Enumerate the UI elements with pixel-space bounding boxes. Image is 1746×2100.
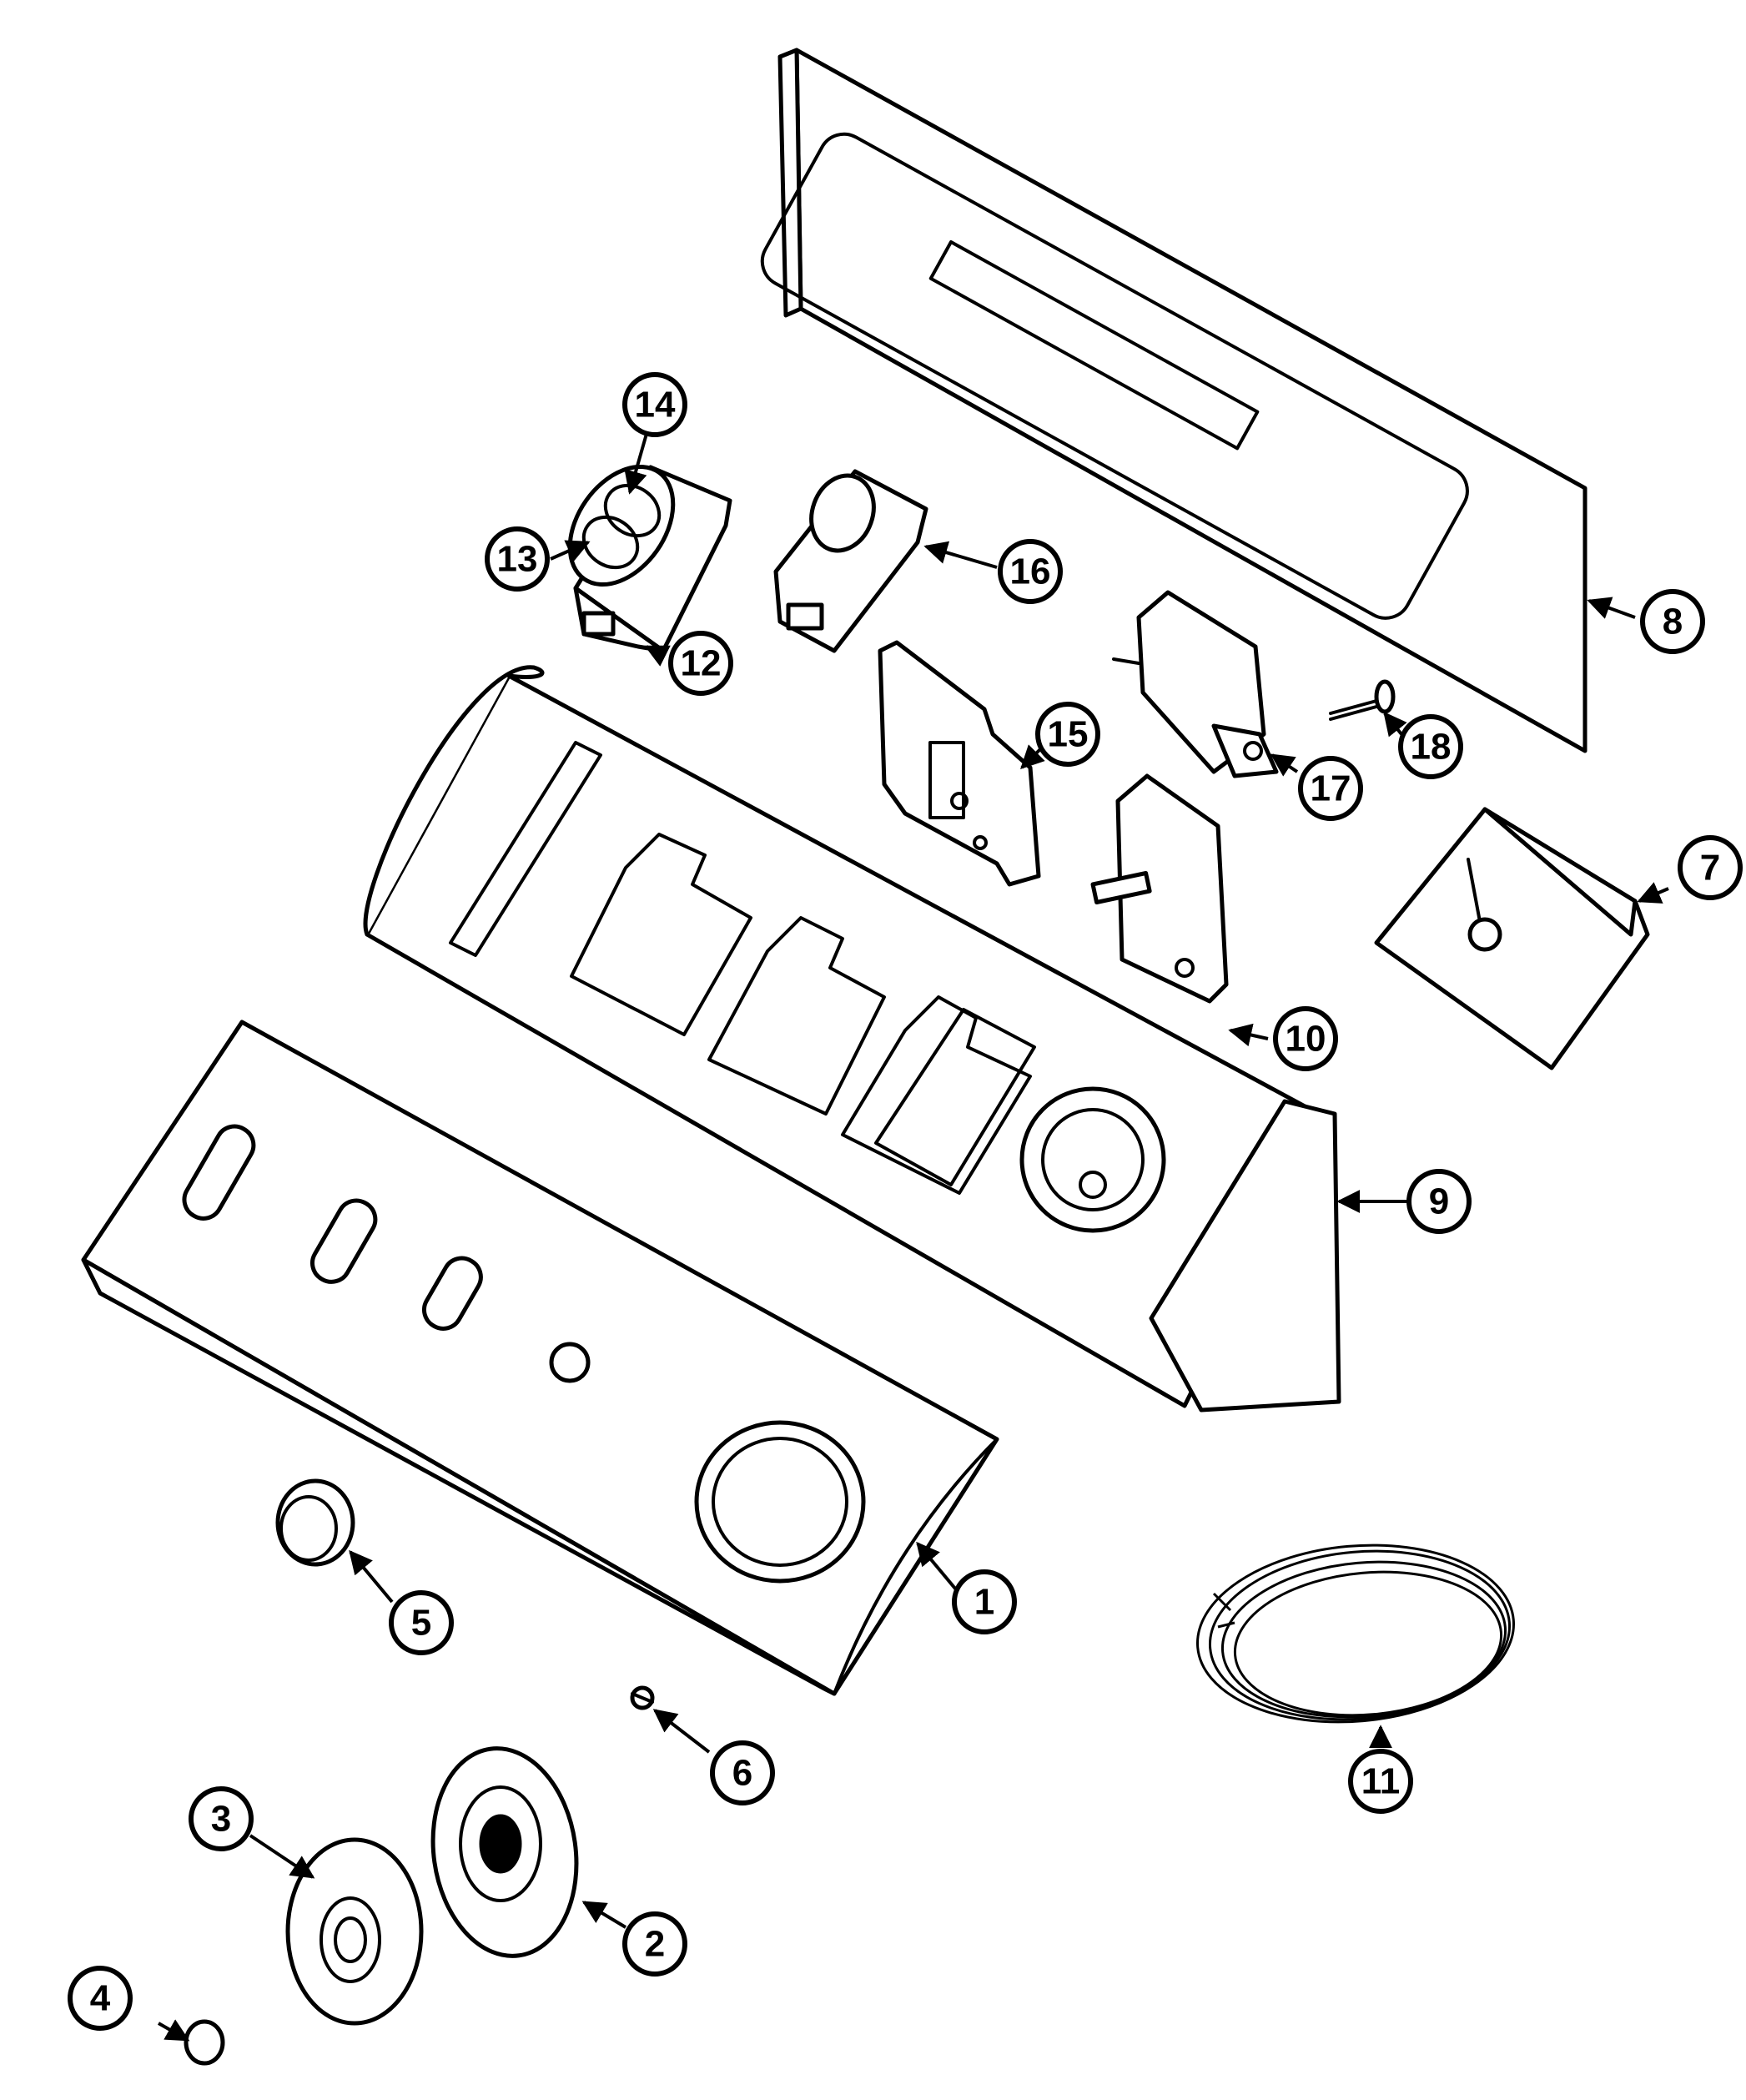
leader-lines [158,433,1669,2042]
svg-text:7: 7 [1700,848,1720,889]
callout-12: 12 [668,631,733,696]
part-13-14-lens-assembly [567,464,676,587]
callout-15: 15 [1035,702,1100,767]
part-8-rear-panel [760,48,1588,753]
callout-3: 3 [189,1786,254,1851]
part-7-timer [1374,807,1650,1070]
svg-text:5: 5 [411,1603,431,1644]
callout-17: 17 [1298,756,1363,821]
svg-text:8: 8 [1663,602,1683,642]
part-15-bracket [878,640,1041,887]
part-9-console-housing [363,665,1341,1413]
svg-text:12: 12 [681,643,722,684]
svg-text:18: 18 [1411,727,1452,768]
callout-13: 13 [485,526,550,592]
callout-10: 10 [1273,1006,1338,1071]
part-10-switch-plate [1090,773,1229,1004]
part-16-switch [773,469,928,653]
console-switch-cutouts [449,741,1036,1195]
svg-text:3: 3 [211,1799,231,1840]
part-5-button [275,1478,355,1567]
part-18-screw [1329,679,1396,721]
svg-text:9: 9 [1429,1181,1449,1222]
callout-5: 5 [389,1590,454,1655]
svg-text:16: 16 [1010,551,1051,592]
svg-text:15: 15 [1048,714,1089,755]
callout-18: 18 [1398,714,1463,779]
callout-7: 7 [1678,835,1743,900]
callout-11: 11 [1348,1749,1413,1814]
callout-14: 14 [622,372,687,437]
callout-2: 2 [622,1911,687,1977]
callout-6: 6 [710,1740,775,1805]
svg-text:13: 13 [497,539,538,580]
callouts: 1 2 3 4 5 6 7 8 9 10 11 [68,372,1743,2031]
callout-16: 16 [998,539,1063,604]
svg-text:2: 2 [645,1924,665,1965]
svg-text:14: 14 [635,385,676,426]
part-11-wire-harness [1196,1544,1515,1724]
part-3-knob-skirt [285,1837,424,2026]
svg-text:10: 10 [1286,1019,1326,1060]
part-1-front-panel [81,1020,999,1696]
svg-text:17: 17 [1311,768,1351,809]
part-4-cap [184,2019,225,2066]
part-17-relay [1112,590,1279,778]
svg-text:4: 4 [90,1978,111,2019]
part-2-knob [430,1746,579,1958]
svg-text:6: 6 [732,1753,752,1794]
svg-text:11: 11 [1361,1761,1401,1802]
callout-9: 9 [1406,1169,1472,1234]
callout-4: 4 [68,1966,133,2031]
svg-text:1: 1 [974,1582,994,1623]
callout-8: 8 [1640,589,1705,654]
part-6-screw [630,1685,655,1710]
callout-1: 1 [952,1569,1017,1634]
